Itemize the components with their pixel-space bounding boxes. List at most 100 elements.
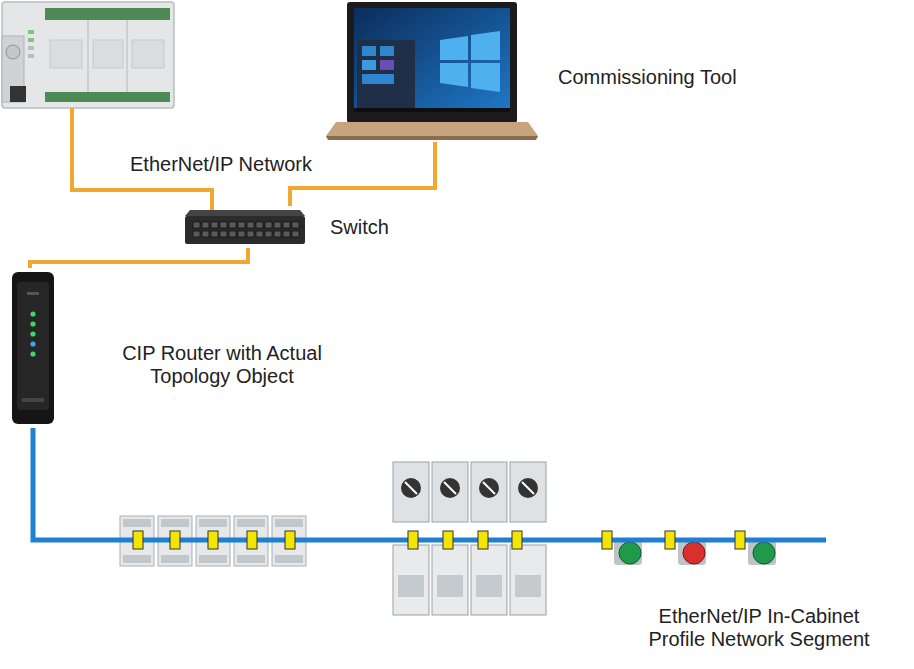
motor-starters [393,545,429,615]
laptop-computer [471,63,500,92]
node-label: CIP Router with Actual Topology Object [96,342,348,388]
plc-controller [2,2,174,108]
push-buttons [748,541,776,565]
plc-controller [45,8,170,20]
tap-connectors [512,531,522,549]
plc-controller [28,38,34,42]
cip-router [17,282,49,410]
motor-starters [393,462,429,522]
network-label: EtherNet/IP Network [130,153,312,176]
motor-starters [510,545,546,615]
network-switch [192,221,300,239]
motor-starters [510,462,546,522]
plc-controller [132,40,164,68]
switch-node: Switch [183,206,418,248]
tap-connectors [285,531,295,549]
network-switch [185,210,305,216]
motor-starters [479,478,499,498]
motor-starters [522,482,534,494]
network-switch [185,210,305,244]
push-buttons [683,542,705,564]
laptop-computer [362,74,394,84]
laptop-computer [354,108,510,112]
plc-controller [28,54,34,58]
laptop-computer [326,2,538,140]
io-modules [123,555,151,563]
segment-node: EtherNet/IP In-Cabinet Profile Network S… [112,455,902,663]
motor-starters [405,482,417,494]
node-label: EtherNet/IP In-Cabinet Profile Network S… [628,605,890,651]
motor-starters [437,575,463,597]
motor-starters [518,478,538,498]
laptop-computer [326,122,538,136]
laptop-computer [354,8,510,112]
tap-connectors [170,531,180,549]
io-modules [123,519,151,527]
io-modules [161,519,189,527]
plc-controller [2,2,174,108]
cip-router [30,331,35,336]
laptop-computer [362,60,376,70]
tap-connectors [208,531,218,549]
tap-connectors [133,531,143,549]
laptop-computer [357,40,415,110]
plc-controller [6,45,20,59]
motor-starters [398,575,424,597]
io-modules [237,555,265,563]
push-buttons [614,541,776,565]
motor-starters [515,575,541,597]
cip-router [30,311,35,316]
motor-starters [471,545,507,615]
laptop-computer [362,46,376,56]
laptop-computer [326,136,538,140]
plc-controller [126,20,128,92]
segment-cable [112,538,826,543]
plc-controller [45,92,170,102]
router-node: CIP Router with Actual Topology Object [8,268,358,428]
laptop-computer [440,63,468,87]
node-label: Switch [330,216,389,239]
motor-starters [444,482,456,494]
plc-controller [93,40,123,68]
cip-router [27,292,39,295]
laptop-computer [440,36,468,60]
io-modules [199,519,227,527]
laptop-computer [347,2,517,123]
motor-starters [432,462,468,522]
cip-router [30,341,35,346]
io-modules [275,519,303,527]
laptop-computer [380,60,394,70]
tap-connectors [247,531,257,549]
plc-controller [28,30,34,34]
motor-starters [432,545,468,615]
plc-controller [87,20,89,92]
cip-router [30,351,35,356]
tap-connectors [133,531,745,549]
laptop-computer [380,46,394,56]
cip-router [12,272,54,424]
cip-router [30,321,35,326]
motor-starters [440,478,460,498]
tap-connectors [443,531,453,549]
cip-router [22,398,44,402]
plc-controller [50,40,82,68]
push-buttons [619,542,641,564]
network-cable [33,428,112,540]
laptop-computer [471,31,500,60]
push-buttons [614,541,642,565]
laptop-node: Commissioning Tool [340,0,790,142]
tap-connectors [408,531,418,549]
io-modules [161,555,189,563]
tap-connectors [478,531,488,549]
tap-connectors [735,531,745,549]
motor-starters [476,575,502,597]
motor-starters [401,478,421,498]
cip-router [12,272,54,424]
network-switch [185,216,305,244]
node-label: Commissioning Tool [558,66,737,89]
motor-starters [471,462,507,522]
